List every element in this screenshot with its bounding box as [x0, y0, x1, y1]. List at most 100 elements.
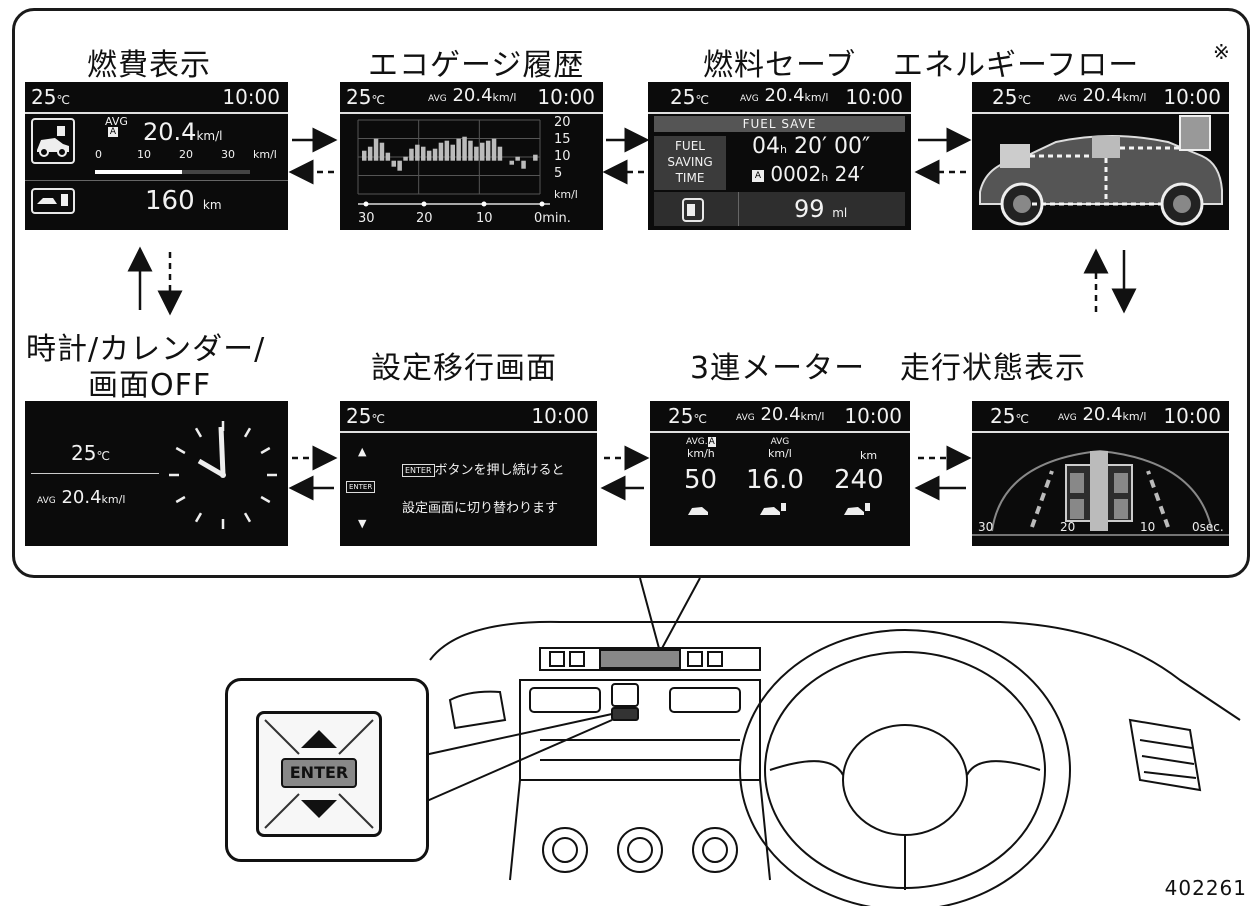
x-tick: 0min. [534, 211, 571, 226]
hour-tick [194, 512, 203, 523]
history-bar [391, 160, 396, 167]
history-bar [421, 146, 426, 161]
saved-fuel-row: 99 ml [654, 192, 905, 226]
history-bar [415, 144, 420, 161]
history-bar [362, 150, 367, 161]
temperature: 25℃ [670, 85, 709, 109]
average-economy: AVG 20.4km/l [1058, 404, 1147, 425]
y-unit: km/l [554, 188, 578, 201]
average-economy: AVG 20.4km/l [428, 85, 517, 106]
history-bar [521, 160, 526, 169]
range-car-icon [844, 503, 870, 515]
history-bar [474, 146, 479, 161]
history-bar [491, 138, 497, 161]
history-bar [373, 138, 379, 161]
scale-tick: 20 [179, 148, 193, 161]
dashboard-illustration [419, 577, 1241, 906]
down-arrow-icon [301, 800, 337, 818]
status-bar: 25℃ AVG 20.4km/l 10:00 [972, 82, 1229, 114]
clock-time: 10:00 [531, 404, 589, 428]
history-bar [379, 142, 385, 161]
temperature: 25℃ [346, 404, 385, 428]
status-bar: 25℃ 10:00 [25, 82, 288, 114]
economy-bar-fill [95, 170, 182, 174]
saved-fuel-amount: 99 ml [794, 195, 848, 223]
y-tick: 10 [554, 149, 571, 164]
history-bar [444, 140, 450, 161]
instruction-line-2: 設定画面に切り替わります [402, 501, 559, 516]
status-bar: 25℃ AVG 20.4km/l 10:00 [972, 401, 1229, 433]
history-bar [509, 160, 514, 165]
screen-energy-flow: 25℃ AVG 20.4km/l 10:00 [972, 82, 1229, 230]
temperature: 25℃ [31, 85, 70, 109]
col3-unit: km [860, 449, 878, 462]
label-eco-gauge-history: エコゲージ履歴 [368, 48, 585, 83]
enter-switch-callout: ENTER [225, 678, 429, 862]
history-bar [397, 160, 402, 171]
history-bar [480, 142, 485, 161]
minute-hand [218, 426, 226, 476]
average-economy: AVG 20.4km/l [1058, 85, 1147, 106]
history-bar [468, 140, 473, 161]
label-energy-flow: エネルギーフロー [893, 48, 1140, 83]
y-tick: 15 [554, 132, 571, 147]
history-bar [450, 144, 455, 161]
history-bar [438, 142, 444, 161]
range-value: 240 [834, 465, 884, 495]
x-tick: 30 [978, 520, 993, 534]
x-tick-marker [421, 201, 427, 207]
total-saving-time: A 0002h 24′ [752, 162, 865, 186]
clock-time: 10:00 [1163, 404, 1221, 428]
status-bar: 25℃ AVG 20.4km/l 10:00 [648, 82, 911, 114]
footnote-mark: ※ [1213, 40, 1230, 64]
saving-time-value: 04h 20′ 00″ [752, 134, 871, 159]
enter-button[interactable]: ENTER [281, 758, 357, 788]
temperature: 25℃ [71, 441, 110, 465]
up-arrow-icon [301, 730, 337, 748]
temperature: 25℃ [990, 404, 1029, 428]
avg-speed-value: 50 [684, 465, 718, 495]
divider [31, 473, 159, 474]
fuel-pump-icon [682, 198, 704, 222]
label-settings-transition: 設定移行画面 [371, 351, 557, 386]
status-bar: 25℃ AVG 20.4km/l 10:00 [340, 82, 603, 114]
divider [25, 180, 288, 181]
label-triple-meter: 3連メーター [690, 351, 866, 386]
label-clock-calendar-line2: 画面OFF [88, 368, 212, 403]
label-clock-calendar-line1: 時計/カレンダー/ [26, 332, 266, 367]
hour-tick [194, 427, 203, 438]
economy-bar-track [95, 170, 250, 174]
down-arrow-icon: ▼ [358, 517, 367, 530]
avg-fuel-economy: 20.4km/l [143, 118, 223, 146]
temperature: 25℃ [346, 85, 385, 109]
y-tick: 20 [554, 115, 571, 130]
navigation-arrows [127, 127, 1137, 501]
hour-tick [243, 512, 252, 523]
x-tick: 0sec. [1192, 520, 1224, 534]
history-bar [432, 148, 438, 161]
scale-tick: 0 [95, 148, 102, 161]
avg-economy-value: 16.0 [746, 465, 804, 495]
scale-unit: km/l [253, 148, 277, 161]
x-tick: 20 [1060, 520, 1075, 534]
status-bar: 25℃ 10:00 [340, 401, 597, 433]
screen-clock-calendar: 25℃ AVG 20.4km/l [25, 401, 288, 546]
enter-switch-location [611, 707, 639, 721]
history-bar [403, 156, 408, 161]
status-bar: 25℃ AVG 20.4km/l 10:00 [650, 401, 910, 433]
history-bar [456, 138, 461, 161]
enter-switch[interactable]: ENTER [256, 711, 382, 837]
hour-hand [197, 458, 225, 478]
x-tick: 30 [358, 211, 375, 226]
history-bar [497, 146, 503, 161]
history-bar [385, 152, 391, 161]
hour-tick [175, 495, 186, 504]
x-tick-marker [481, 201, 487, 207]
